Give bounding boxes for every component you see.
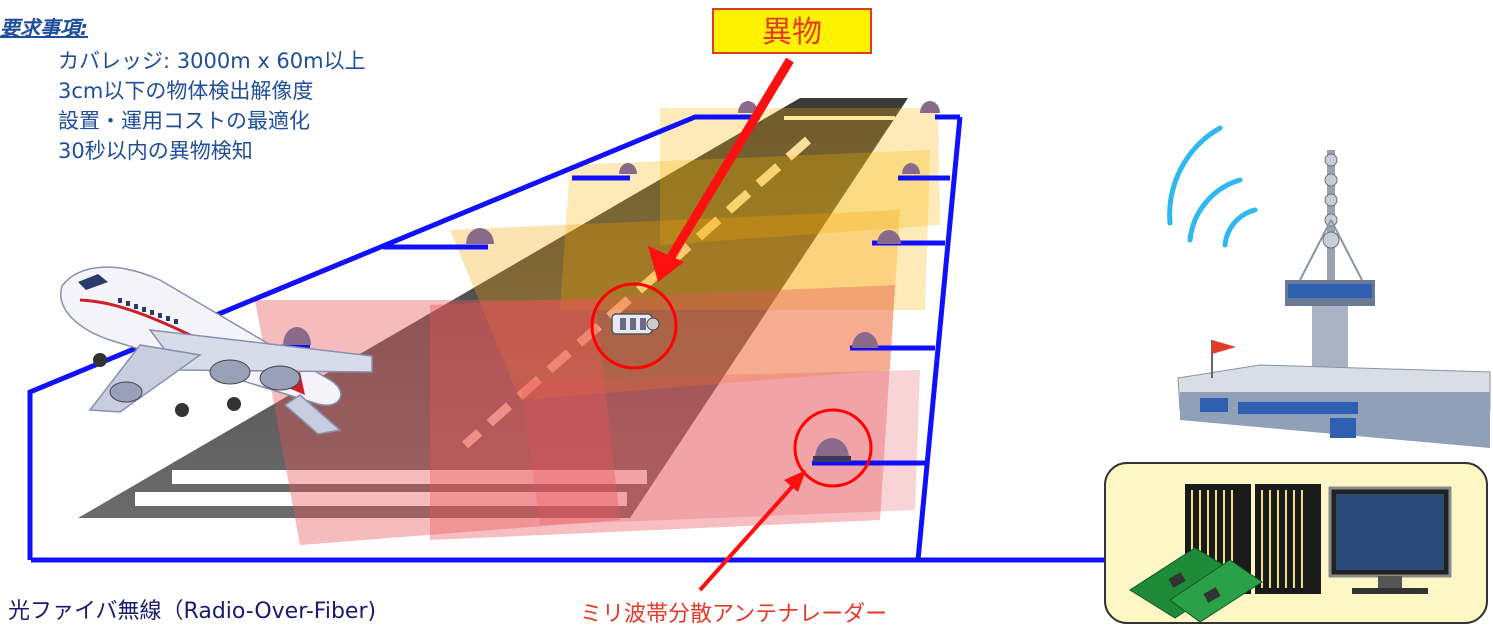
airplane-icon <box>60 266 373 435</box>
wireless-signal-icon <box>1167 125 1258 248</box>
requirement-item: カバレッジ: 3000m x 60m以上 <box>58 49 366 73</box>
requirement-item: 設置・運用コストの最適化 <box>58 109 310 133</box>
radar-unit-icon <box>283 101 940 462</box>
radar-beam <box>660 108 940 245</box>
monitor-icon <box>1328 486 1452 594</box>
foreign-object-arrow <box>648 246 684 282</box>
requirements-title: 要求事項: <box>0 16 88 40</box>
foreign-object-callout: 異物 <box>712 8 872 54</box>
requirement-item: 30秒以内の異物検知 <box>58 139 253 163</box>
radar-label: ミリ波帯分散アンテナレーダー <box>580 602 888 627</box>
runway-marking <box>135 492 627 506</box>
circuit-board-icon <box>1129 547 1263 623</box>
radar-arrow <box>698 476 802 592</box>
foreign-object-arrow <box>664 57 794 265</box>
foreign-object-icon <box>611 313 660 335</box>
runway-centerline <box>462 136 811 449</box>
radar-beam <box>430 285 895 540</box>
runway-marking <box>172 470 647 484</box>
radar-beam <box>520 370 920 525</box>
requirements-list: カバレッジ: 3000m x 60m以上 3cm以下の物体検出解像度 設置・運用… <box>58 46 366 166</box>
radar-arrow <box>784 470 806 492</box>
fiber-label: 光ファイバ無線（Radio-Over-Fiber) <box>8 599 377 624</box>
radar-beam <box>450 210 900 400</box>
control-tower-icon <box>1177 150 1491 448</box>
requirement-item: 3cm以下の物体検出解像度 <box>58 79 314 103</box>
radar-beam <box>560 150 930 310</box>
radar-highlight-circle <box>793 408 873 488</box>
foreign-object-highlight <box>590 282 678 370</box>
